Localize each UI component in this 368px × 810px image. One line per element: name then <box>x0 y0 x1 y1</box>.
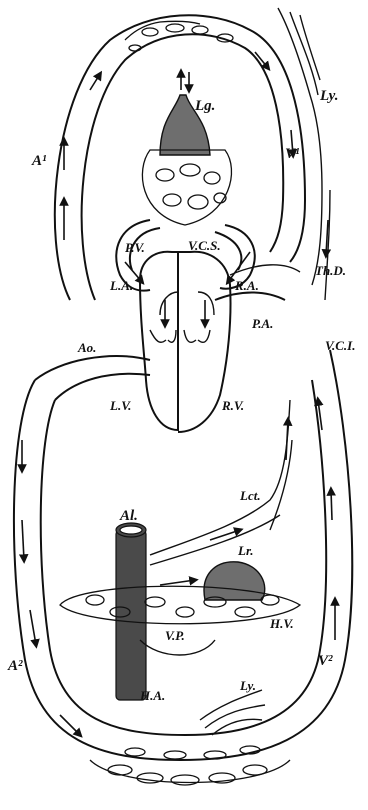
label-pulmonary-artery: P.A. <box>252 316 273 331</box>
alimentary-tube <box>116 523 146 700</box>
label-pulmonary-vein: P.V. <box>125 240 145 255</box>
label-aorta: Ao. <box>77 340 96 355</box>
label-vein-lower: V² <box>318 653 333 669</box>
lacteal-vessels <box>150 400 292 565</box>
label-lymphatic-upper: Ly. <box>319 88 338 104</box>
lymphatic-vessel-lower <box>200 690 265 735</box>
label-lung: Lg. <box>194 98 215 114</box>
label-lacteal: Lct. <box>239 488 261 503</box>
label-hepatic-artery: H.A. <box>139 688 165 703</box>
lung <box>142 72 231 225</box>
label-right-atrium: R.A. <box>234 278 259 293</box>
lower-capillary-net <box>90 746 290 785</box>
lower-loop <box>14 350 352 785</box>
label-left-ventricle: L.V. <box>109 398 131 413</box>
label-vena-cava-inferior: V.C.I. <box>325 338 355 353</box>
upper-loop <box>55 15 305 300</box>
label-alimentary: Al. <box>119 508 138 524</box>
label-lymphatic-lower: Ly. <box>239 678 256 693</box>
label-right-ventricle: R.V. <box>221 398 244 413</box>
label-left-atrium: L.A. <box>109 278 133 293</box>
label-liver: Lr. <box>237 543 254 558</box>
label-thoracic-duct: Th.D. <box>315 263 346 278</box>
label-vena-cava-superior: V.C.S. <box>188 238 221 253</box>
label-hepatic-vein: H.V. <box>269 616 294 631</box>
label-artery-lower: A² <box>7 658 23 674</box>
liver <box>204 562 265 600</box>
label-artery-upper: A¹ <box>31 153 47 169</box>
label-portal-vein: V.P. <box>165 628 185 643</box>
label-vein-upper: V¹ <box>285 146 300 162</box>
